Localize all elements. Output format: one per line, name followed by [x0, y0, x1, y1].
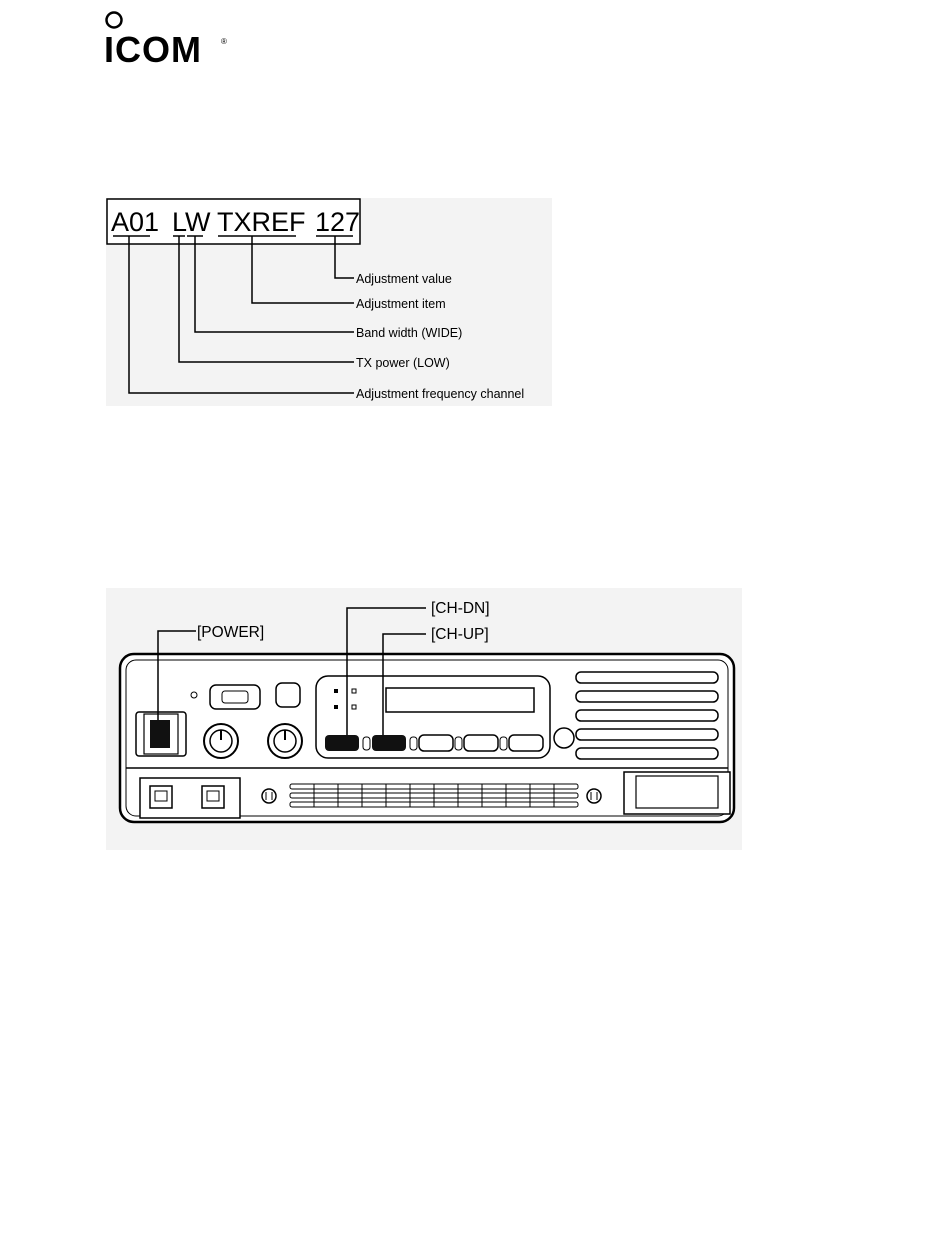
callout-adjustment-value: Adjustment value: [356, 272, 452, 286]
function-key-2[interactable]: [464, 735, 498, 751]
ch-up-button[interactable]: [372, 735, 406, 751]
logo-text: ICOM: [104, 32, 202, 68]
logo-ring-icon: [104, 10, 124, 30]
small-button[interactable]: [276, 683, 300, 707]
display-readout-svg: A01 L W TXREF 127 Adjustment value Adjus…: [106, 198, 552, 406]
modular-jack-1: [150, 786, 172, 808]
logo-registered-mark: ®: [221, 38, 227, 46]
front-panel-svg: [POWER] [CH-DN] [CH-UP]: [106, 588, 742, 850]
mic-connector: [210, 685, 260, 709]
power-button[interactable]: [150, 720, 170, 748]
screw-right-icon: [587, 789, 601, 803]
segment-item: TXREF: [217, 207, 306, 237]
segment-channel: A01: [111, 207, 159, 237]
callout-band-width: Band width (WIDE): [356, 326, 462, 340]
volume-knob[interactable]: [204, 724, 238, 758]
callout-tx-power: TX power (LOW): [356, 356, 450, 370]
function-key-3[interactable]: [509, 735, 543, 751]
segment-value: 127: [315, 207, 360, 237]
leader-lines: [129, 236, 354, 393]
lcd-window: [386, 688, 534, 712]
display-readout-diagram: A01 L W TXREF 127 Adjustment value Adjus…: [106, 198, 552, 406]
front-panel-diagram: [POWER] [CH-DN] [CH-UP]: [106, 588, 742, 850]
squelch-knob[interactable]: [268, 724, 302, 758]
callout-adjustment-item: Adjustment item: [356, 297, 446, 311]
function-key-1[interactable]: [419, 735, 453, 751]
ch-dn-button[interactable]: [325, 735, 359, 751]
label-power: [POWER]: [197, 624, 264, 641]
round-button[interactable]: [554, 728, 574, 748]
label-ch-up: [CH-UP]: [431, 626, 489, 643]
label-ch-dn: [CH-DN]: [431, 600, 490, 617]
callout-frequency-channel: Adjustment frequency channel: [356, 387, 524, 401]
modular-jack-2: [202, 786, 224, 808]
segment-bandwidth: W: [185, 207, 211, 237]
screw-left-icon: [262, 789, 276, 803]
